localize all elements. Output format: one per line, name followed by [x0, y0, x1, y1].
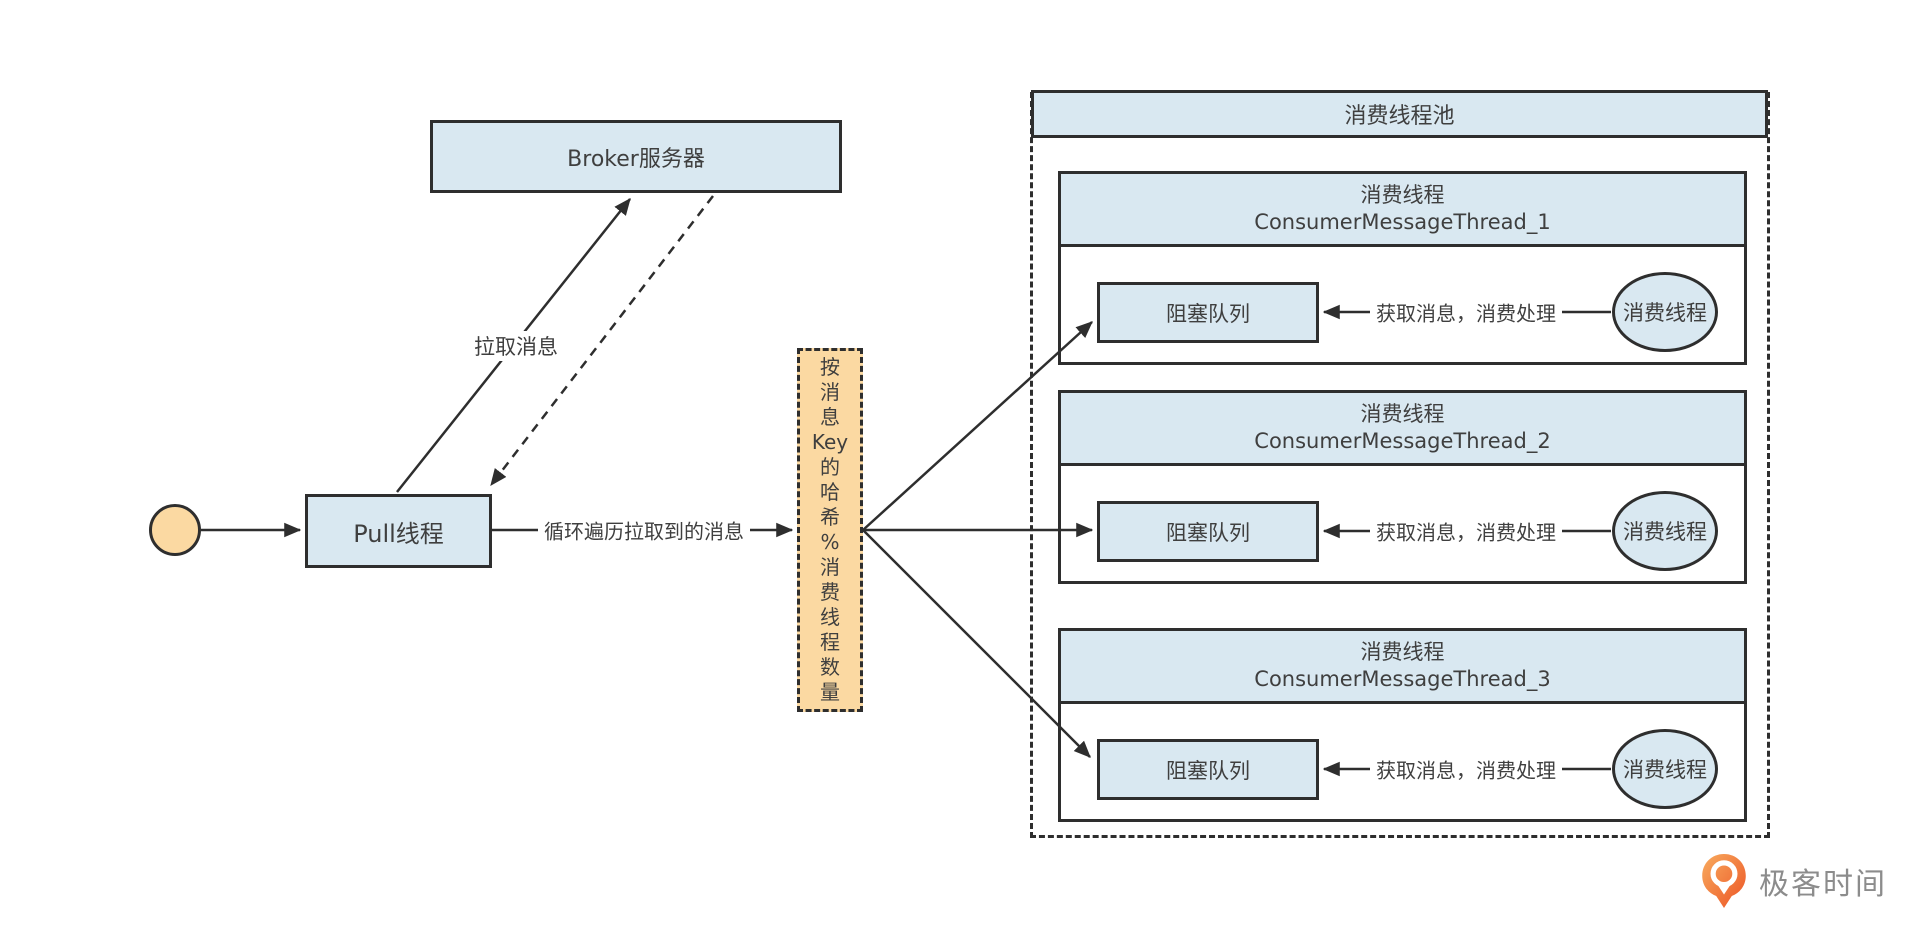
hash-char: 线 — [820, 605, 840, 629]
hash-char: 息 — [820, 405, 840, 429]
hash-char: 数 — [820, 655, 840, 679]
geektime-logo: 极客时间 — [1700, 853, 1887, 909]
edge-label-pull-messages: 拉取消息 — [468, 331, 564, 361]
hash-char: 消 — [820, 555, 840, 579]
group-3-title: 消费线程 — [1360, 640, 1445, 664]
hash-char: 消 — [820, 380, 840, 404]
geektime-logo-text: 极客时间 — [1759, 867, 1887, 902]
pull-thread-label: Pull线程 — [353, 519, 444, 548]
edge-label-fetch-consume-1: 获取消息，消费处理 — [1370, 297, 1562, 327]
group-2-queue-label: 阻塞队列 — [1166, 520, 1250, 545]
group-2-header: 消费线程 ConsumerMessageThread_2 — [1061, 393, 1744, 466]
group-1-queue-label: 阻塞队列 — [1166, 301, 1250, 326]
group-2-blocking-queue-box: 阻塞队列 — [1097, 501, 1319, 562]
hash-char: Key — [811, 430, 849, 454]
start-node-circle — [149, 504, 201, 556]
hash-routing-box: 按 消 息 Key 的 哈 希 % 消 费 线 程 数 量 — [797, 348, 863, 712]
consumer-thread-group-2: 消费线程 ConsumerMessageThread_2 阻塞队列 消费线程 — [1058, 390, 1747, 584]
thread-pool-title: 消费线程池 — [1344, 104, 1455, 129]
group-2-title: 消费线程 — [1360, 402, 1445, 426]
thread-pool-header: 消费线程池 — [1031, 90, 1768, 138]
hash-char: 哈 — [820, 480, 840, 504]
hash-char: 程 — [820, 630, 840, 654]
group-3-queue-label: 阻塞队列 — [1166, 758, 1250, 783]
broker-server-box: Broker服务器 — [430, 120, 842, 193]
hash-char: 的 — [820, 455, 840, 479]
consumer-thread-group-3: 消费线程 ConsumerMessageThread_3 阻塞队列 消费线程 — [1058, 628, 1747, 822]
edge-label-fetch-consume-2: 获取消息，消费处理 — [1370, 516, 1562, 546]
group-2-subtitle: ConsumerMessageThread_2 — [1254, 429, 1551, 453]
group-3-subtitle: ConsumerMessageThread_3 — [1254, 667, 1551, 691]
group-3-header: 消费线程 ConsumerMessageThread_3 — [1061, 631, 1744, 704]
pull-thread-box: Pull线程 — [305, 494, 492, 568]
group-3-blocking-queue-box: 阻塞队列 — [1097, 739, 1319, 800]
group-1-header: 消费线程 ConsumerMessageThread_1 — [1061, 174, 1744, 247]
hash-char: 按 — [820, 355, 840, 379]
group-2-thread-label: 消费线程 — [1623, 520, 1707, 544]
edge-label-loop-messages: 循环遍历拉取到的消息 — [538, 515, 750, 545]
hash-char: 费 — [820, 580, 840, 604]
edge-label-fetch-consume-3: 获取消息，消费处理 — [1370, 754, 1562, 784]
group-1-consumer-thread-ellipse: 消费线程 — [1612, 272, 1718, 352]
group-3-thread-label: 消费线程 — [1623, 758, 1707, 782]
hash-char: 量 — [820, 680, 840, 704]
group-1-blocking-queue-box: 阻塞队列 — [1097, 282, 1319, 343]
geektime-logo-icon — [1702, 854, 1746, 908]
consumer-thread-group-1: 消费线程 ConsumerMessageThread_1 阻塞队列 消费线程 — [1058, 171, 1747, 365]
group-1-title: 消费线程 — [1360, 183, 1445, 207]
group-1-subtitle: ConsumerMessageThread_1 — [1254, 210, 1551, 234]
hash-char: % — [820, 530, 840, 554]
group-3-consumer-thread-ellipse: 消费线程 — [1612, 729, 1718, 809]
broker-server-label: Broker服务器 — [567, 146, 705, 172]
hash-char: 希 — [820, 505, 840, 529]
group-2-consumer-thread-ellipse: 消费线程 — [1612, 491, 1718, 571]
group-1-thread-label: 消费线程 — [1623, 301, 1707, 325]
